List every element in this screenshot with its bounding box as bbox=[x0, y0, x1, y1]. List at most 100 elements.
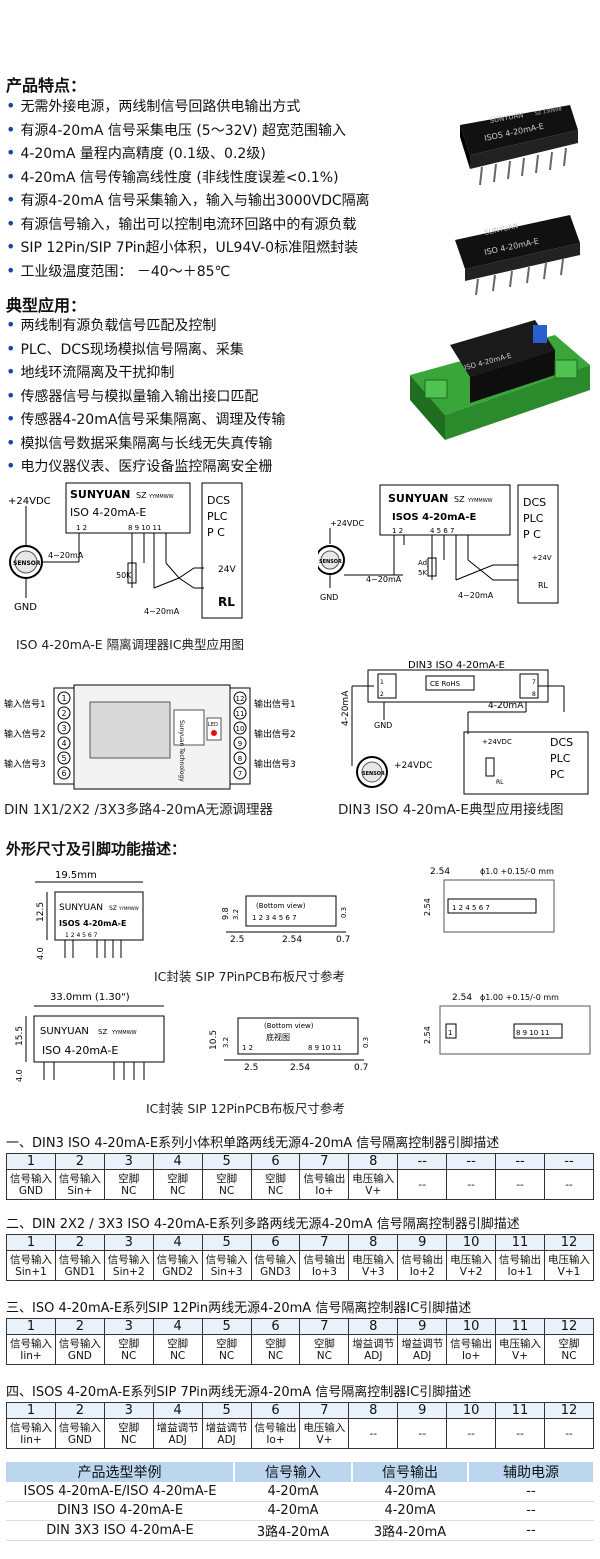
dim-label: 0.3 bbox=[340, 907, 348, 918]
pin-description: 信号输入 Iin+ bbox=[6, 1334, 56, 1365]
v24-label: +24VDC bbox=[482, 738, 512, 746]
pot-label: 50K bbox=[116, 571, 132, 580]
feature-item: 4-20mA 信号传输高线性度 (非线性度误差<0.1%) bbox=[6, 166, 370, 190]
pin-description: 信号输入 GND2 bbox=[152, 1250, 203, 1281]
pin-description: 信号输出 Io+1 bbox=[495, 1250, 545, 1281]
dim-label: 2.54 bbox=[290, 1063, 310, 1073]
chip-code: SZ 130608 bbox=[534, 106, 562, 117]
pin-description: -- bbox=[543, 1169, 595, 1200]
din-brand: Sunyuan Technology bbox=[178, 720, 185, 782]
dim-pitch: 2.54 bbox=[430, 867, 450, 877]
rl-label: RL bbox=[218, 595, 235, 609]
terminal-pin: 6 bbox=[61, 769, 66, 778]
pin-number: 1 bbox=[6, 1402, 56, 1419]
pcb-pins: 1 bbox=[448, 1029, 452, 1037]
adj-label: Adj bbox=[418, 559, 429, 567]
terminal-pin: 3 bbox=[61, 724, 66, 733]
selection-cell: 3路4-20mA bbox=[234, 1520, 352, 1541]
rl-label: RL bbox=[538, 581, 549, 590]
pin-number: 1 bbox=[6, 1318, 56, 1335]
package-sz: SZ bbox=[109, 905, 117, 912]
selection-cell: ISOS 4-20mA-E/ISO 4-20mA-E bbox=[6, 1482, 234, 1502]
pin-description: 增益调节 ADJ bbox=[348, 1334, 399, 1365]
sip7-bottom-view: (Bottom view) 1 2 3 4 5 6 7 9.8 3.2 0.3 … bbox=[221, 895, 350, 945]
pin-description: 信号输入 GND1 bbox=[54, 1250, 105, 1281]
pin-table-title: 三、ISO 4-20mA-E系列SIP 12Pin两线无源4-20mA 信号隔离… bbox=[6, 1301, 472, 1316]
pin-number: 12 bbox=[543, 1234, 595, 1251]
pin-number: 5 bbox=[201, 1318, 252, 1335]
pin-description: 信号输入 GND3 bbox=[250, 1250, 301, 1281]
dim-label: 2.5 bbox=[244, 1063, 258, 1073]
dim-height: 12.5 bbox=[36, 902, 46, 922]
pc-label: PC bbox=[550, 768, 565, 781]
terminal-pin: 1 bbox=[61, 694, 66, 703]
output-signal-label: 输出信号1 bbox=[254, 698, 296, 710]
dim-side: 2.54 bbox=[423, 898, 432, 916]
selection-header: 辅助电源 bbox=[468, 1462, 595, 1482]
pin-number: 9 bbox=[397, 1318, 448, 1335]
diagram-caption: DIN3 ISO 4-20mA-E典型应用接线图 bbox=[338, 802, 564, 818]
module-date: YYMMWW bbox=[148, 494, 174, 500]
application-item: 传感器4-20mA信号采集隔离、调理及传输 bbox=[6, 408, 285, 432]
pin-number: 1 bbox=[6, 1234, 56, 1251]
sip12-package-drawing: 33.0mm (1.30") SUNYUAN SZ YYMMWW ISO 4-2… bbox=[15, 992, 165, 1082]
feature-item: 有源信号输入，输出可以控制电流环回路中的有源负载 bbox=[6, 213, 370, 237]
pin-number: 8 bbox=[348, 1402, 399, 1419]
dim-pitch: 2.54 bbox=[452, 993, 472, 1003]
pin-description: 空脚 NC bbox=[103, 1418, 154, 1449]
supply-label: +24VDC bbox=[394, 761, 432, 771]
pin-number: 12 bbox=[543, 1318, 595, 1335]
pin-number: 12 bbox=[543, 1402, 595, 1419]
selection-cell: 4-20mA bbox=[234, 1501, 352, 1521]
feature-item: SIP 12Pin/SIP 7Pin超小体积，UL94V-0标准阻燃封装 bbox=[6, 236, 370, 260]
pin-description: -- bbox=[543, 1418, 595, 1449]
feature-item: 有源4-20mA 信号采集输入，输入与输出3000VDC隔离 bbox=[6, 189, 369, 213]
pin-number: 11 bbox=[495, 1234, 545, 1251]
pin-number: 7 bbox=[299, 1318, 350, 1335]
dim-lead: 4.0 bbox=[36, 947, 45, 960]
module-part: ISOS 4-20mA-E bbox=[392, 512, 476, 523]
pin-number: 5 bbox=[201, 1153, 252, 1170]
bottom-pins: 1 2 bbox=[242, 1044, 253, 1052]
feature-item: 有源4-20mA 信号采集电压 (5～32V) 超宽范围输入 bbox=[6, 119, 370, 143]
plc-label: PLC bbox=[523, 512, 544, 525]
selection-cell: 3路4-20mA bbox=[352, 1520, 468, 1541]
dim-label: 0.3 bbox=[362, 1037, 370, 1048]
terminal-pin: 9 bbox=[238, 740, 242, 748]
pin-description: 空脚 NC bbox=[250, 1169, 301, 1200]
selection-cell: -- bbox=[468, 1501, 594, 1521]
sip12-bottom-view: (Bottom view) 底视图 1 2 8 9 10 11 10.5 3.2… bbox=[209, 1017, 370, 1073]
pin-description: 信号输入 Sin+2 bbox=[103, 1250, 154, 1281]
output-signal-label: 输出信号2 bbox=[254, 728, 296, 740]
pcb-pins: 1 2 4 5 6 7 bbox=[452, 904, 490, 912]
diagram-sip7-application: +24VDC SENSOR GND 4~20mA SUNYUAN SZ YYMM… bbox=[318, 484, 559, 604]
chip-photo-sip7: SUNYUAN SZ 130608 ISOS 4-20mA-E bbox=[460, 105, 578, 186]
bottom-view-label: (Bottom view) bbox=[256, 902, 306, 910]
input-signal-label: 输入信号1 bbox=[4, 698, 46, 710]
package-brand: SUNYUAN bbox=[40, 1026, 89, 1037]
pin-description: -- bbox=[397, 1418, 448, 1449]
pin-description: 信号输出 Io+ bbox=[299, 1169, 350, 1200]
pin-description: -- bbox=[348, 1418, 399, 1449]
pin-description: 电压输入 V+ bbox=[495, 1334, 545, 1365]
selection-header-row: 产品选型举例 信号输入 信号输出 辅助电源 bbox=[6, 1462, 595, 1482]
pot-label: 5K bbox=[418, 569, 427, 577]
terminal-pin: 7 bbox=[532, 679, 536, 686]
feature-item: 工业级温度范围： －40～＋85℃ bbox=[6, 260, 370, 284]
package-date: YYMMWW bbox=[118, 906, 139, 911]
dcs-label: DCS bbox=[523, 496, 546, 509]
selection-cell: DIN 3X3 ISO 4-20mA-E bbox=[6, 1520, 234, 1541]
rl-label: RL bbox=[496, 779, 504, 786]
pin-description: 空脚 NC bbox=[103, 1334, 154, 1365]
pin-description: 增益调节 ADJ bbox=[397, 1334, 448, 1365]
selection-cell: 4-20mA bbox=[352, 1482, 468, 1502]
input-signal-label: 输入信号2 bbox=[4, 728, 46, 740]
application-item: PLC、DCS现场模拟信号隔离、采集 bbox=[6, 338, 285, 362]
pin-number: 3 bbox=[103, 1153, 154, 1170]
diagram-caption: DIN 1X1/2X2 /3X3多路4-20mA无源调理器 bbox=[4, 802, 273, 818]
pin-description: 空脚 NC bbox=[152, 1334, 203, 1365]
